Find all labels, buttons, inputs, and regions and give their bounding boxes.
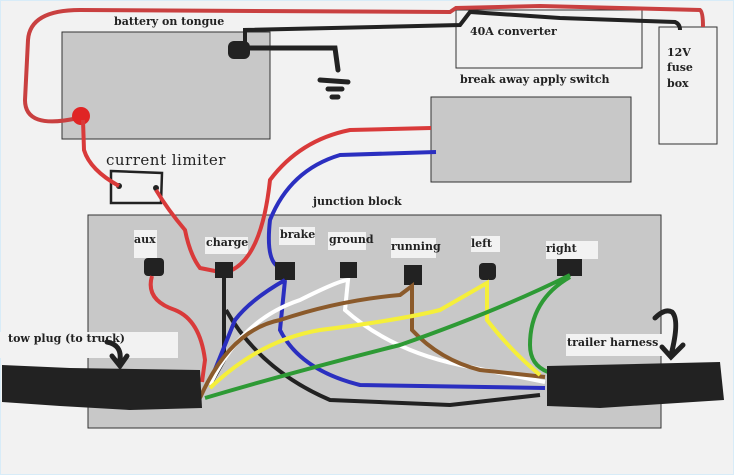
terminal-label-charge: charge <box>206 236 249 249</box>
blue-wire-brake <box>208 278 546 390</box>
current-limiter-label: current limiter <box>106 151 226 169</box>
black-wire-battery-to-fusebox <box>243 9 682 42</box>
terminal-aux <box>144 258 164 276</box>
fuse-box-label-line1: 12V <box>667 46 691 59</box>
current-limiter-box <box>109 169 164 205</box>
battery-label: battery on tongue <box>114 15 225 28</box>
terminal-label-running: running <box>391 240 441 253</box>
trailer-harness-cable <box>547 362 724 408</box>
red-wire-aux <box>148 275 208 383</box>
red-wire-battery-to-fusebox <box>22 3 705 124</box>
junction-block-label: junction block <box>313 195 402 208</box>
battery-negative-terminal <box>228 41 250 59</box>
trailer-harness-arrow-icon <box>652 308 686 361</box>
trailer-harness-label: trailer harness <box>567 336 659 349</box>
fuse-box-label-line2: fuse <box>667 61 693 74</box>
yellow-wire-left <box>208 279 542 390</box>
tow-plug-arrow-icon <box>104 339 130 371</box>
terminal-charge <box>215 262 233 278</box>
fuse-box <box>658 26 718 145</box>
red-wire-charge-to-breakaway <box>231 126 432 272</box>
terminal-right <box>557 259 582 276</box>
brown-wire-running <box>198 282 546 399</box>
fuse-box-label-line3: box <box>667 77 689 90</box>
breakaway-switch-label: break away apply switch <box>460 73 610 86</box>
converter-label: 40A converter <box>470 25 557 38</box>
red-wire-limiter-to-charge <box>154 188 221 274</box>
terminal-ground <box>340 262 357 278</box>
terminal-left <box>479 263 496 280</box>
breakaway-switch-box <box>430 96 632 183</box>
terminal-label-ground: ground <box>329 233 374 246</box>
terminal-brake <box>275 262 295 280</box>
ground-symbol-icon <box>317 77 351 100</box>
terminal-label-left: left <box>471 237 492 250</box>
blue-wire-brake-to-breakaway <box>266 150 437 270</box>
terminal-label-aux: aux <box>134 233 156 246</box>
tow-plug-cable <box>2 365 202 410</box>
black-wire-ground <box>242 45 341 73</box>
red-wire-battery-to-limiter <box>81 119 120 188</box>
terminal-running <box>404 265 422 285</box>
terminal-label-right: right <box>546 242 577 255</box>
green-wire-right <box>204 273 571 400</box>
battery-positive-terminal <box>72 107 90 125</box>
terminal-label-brake: brake <box>280 228 316 241</box>
tow-plug-label: tow plug (to truck) <box>8 332 125 345</box>
